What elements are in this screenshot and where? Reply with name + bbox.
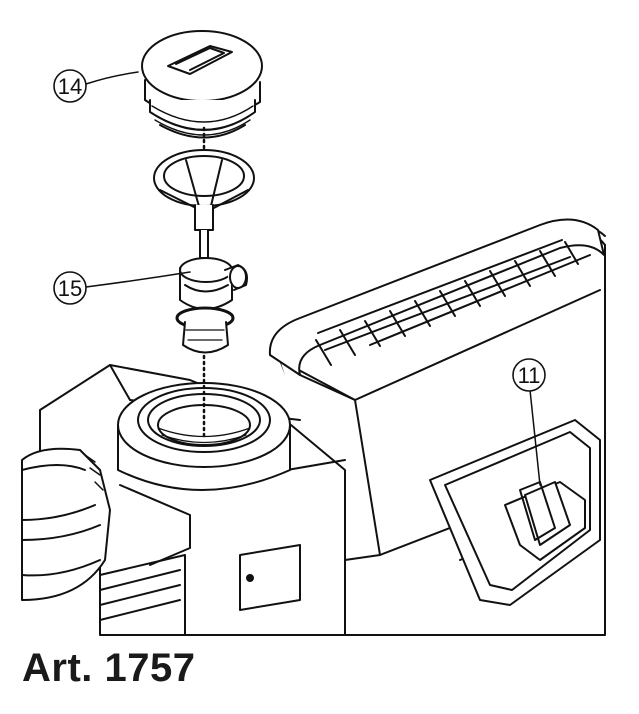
callout-14: 14: [54, 70, 86, 102]
switch-panel: [430, 420, 600, 605]
callout-15: 15: [54, 272, 86, 304]
cap-part-14: [142, 31, 262, 138]
valve-part-15: [177, 258, 247, 353]
carry-handle: [270, 220, 604, 400]
callout-11-label: 11: [518, 363, 541, 388]
callout-14-label: 14: [58, 74, 82, 99]
valve-cage: [154, 150, 254, 258]
left-tank: [22, 449, 110, 600]
callout-15-label: 15: [58, 276, 82, 301]
callout-11: 11: [513, 359, 545, 391]
fill-port-neck: [118, 383, 290, 490]
article-number-caption: Art. 1757: [22, 646, 196, 690]
callout-leaders: [86, 72, 540, 485]
